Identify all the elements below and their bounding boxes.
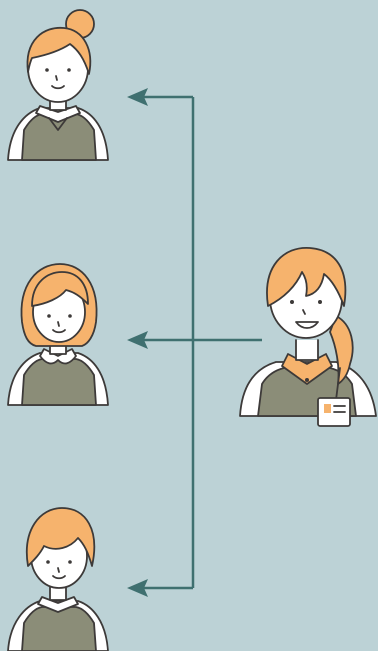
staff-woman-with-badge-icon: [240, 248, 376, 426]
arrow-middle: [127, 331, 193, 349]
woman-bun-icon: [8, 10, 108, 160]
arrow-top: [127, 88, 193, 106]
woman-bob-icon: [8, 264, 108, 405]
arrow-bottom: [127, 579, 193, 597]
woman-short-hair-icon: [8, 508, 108, 651]
connector-lines: [193, 97, 262, 588]
